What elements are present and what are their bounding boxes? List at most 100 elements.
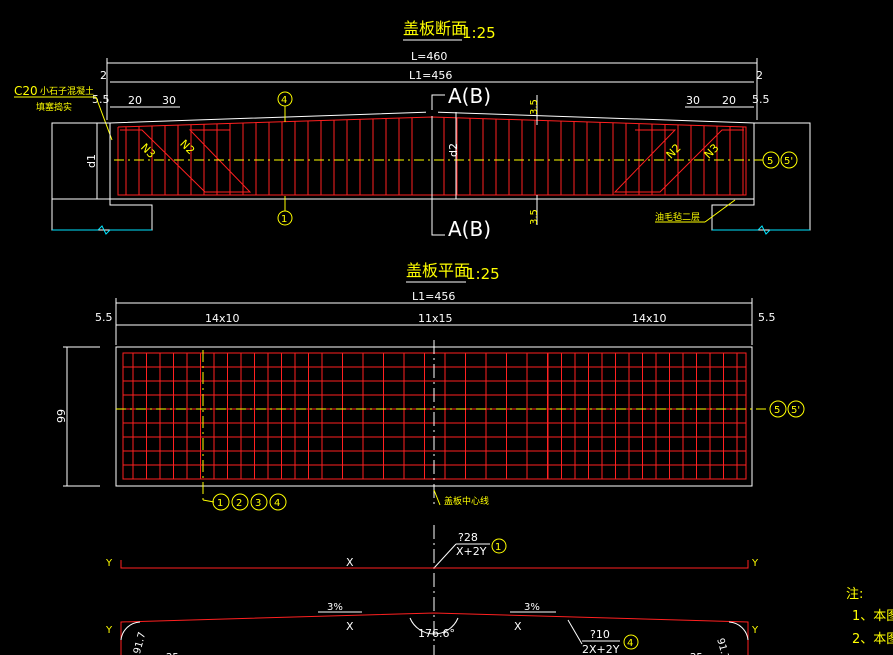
- callout-5p-label: 5': [784, 156, 793, 167]
- angle-left-arc: [120, 621, 141, 641]
- dim-30-left: 30: [162, 94, 176, 107]
- dim-bottom-cover: 3.5: [529, 209, 540, 225]
- plan-dim-seg2: 11x15: [418, 312, 453, 325]
- plan-rebar-grid: [123, 353, 746, 479]
- bar4-callout-circle: [623, 634, 639, 650]
- bar1-y-right: Y: [751, 558, 759, 569]
- bar4-leader: [567, 619, 583, 645]
- angle-right: 91.7: [714, 637, 730, 655]
- rebar-N2-right: N2: [664, 141, 684, 161]
- center-note: 盖板中心线: [444, 495, 489, 507]
- plan-callout-label: 1: [217, 498, 223, 509]
- plan-callout-circle: [250, 493, 268, 511]
- plan-callouts-leader: [202, 499, 215, 503]
- bar1-formula: X+2Y: [456, 545, 487, 558]
- bent-bars-right: [613, 129, 744, 193]
- cut-label-top: A(B): [448, 84, 491, 108]
- angle-mid: 176.6°: [418, 627, 455, 640]
- rebar-N2-left: N2: [177, 137, 197, 157]
- plan-scale: 1:25: [466, 265, 500, 283]
- concrete-note-main: C20: [14, 84, 38, 98]
- cut-gap-top: [426, 110, 438, 116]
- bar4-x-left: X: [346, 620, 354, 633]
- plan-callout-5p-circle: [787, 400, 805, 418]
- plan-callout-circle: [212, 493, 230, 511]
- section-title: 盖板断面: [403, 19, 467, 38]
- plan-callout-label: 3: [255, 498, 261, 509]
- bar4-top: ?10: [590, 628, 610, 641]
- plan-callout-5p-label: 5': [791, 405, 800, 416]
- plan-view: 盖板平面 1:25 L1=456 5.5 5.5 14x10 11x15 14x…: [55, 261, 805, 511]
- callout-1-label: 1: [281, 214, 287, 225]
- notes-heading: 注:: [846, 587, 863, 602]
- partial-left: 25: [166, 652, 179, 655]
- plan-title: 盖板平面: [406, 261, 470, 280]
- plan-callout-5-label: 5: [774, 405, 780, 416]
- bar4-y-right: Y: [751, 625, 759, 636]
- rebar-detail: ?28 X+2Y 1 X Y Y Y Y 3% 3% X X 176.6° 91…: [105, 525, 759, 655]
- dim-55-left: 5.5: [92, 93, 110, 106]
- angle-right-arc: [728, 621, 749, 641]
- bar4-y-left: Y: [105, 625, 113, 636]
- section-view: 盖板断面 1:25 L=460 L1=456 2 2 5.5 20 30 30 …: [14, 19, 811, 241]
- section-scale: 1:25: [462, 24, 496, 42]
- callout-5-circle: [762, 151, 780, 169]
- concrete-note-small: 小石子混凝土: [40, 85, 94, 97]
- bar1-top: ?28: [458, 531, 478, 544]
- callout-4-circle: [277, 91, 293, 107]
- plan-callout-circle: [231, 493, 249, 511]
- dim-top-cover: 3.5: [529, 99, 540, 115]
- plan-dim-L1: L1=456: [412, 290, 455, 303]
- plan-dim-seg1: 14x10: [205, 312, 240, 325]
- rebar-outline: [117, 116, 747, 196]
- abutment-right: [711, 122, 811, 231]
- angle-mid-arc: [409, 617, 459, 635]
- plan-callout-5-circle: [769, 400, 787, 418]
- dim-20-right: 20: [722, 94, 736, 107]
- plan-callout-group: 1 2 3 4: [212, 493, 287, 511]
- abutment-left: [51, 199, 153, 231]
- plan-callout-circle: [269, 493, 287, 511]
- ground-left: [52, 225, 152, 235]
- bar1-callout-label: 1: [495, 542, 501, 553]
- dim-2-right: 2: [756, 69, 763, 82]
- rebar-N3-left: N3: [138, 141, 158, 161]
- dim-L: L=460: [411, 50, 447, 63]
- callout-1-circle: [277, 210, 293, 226]
- concrete-note-leader: [95, 96, 113, 141]
- cut-line: [431, 94, 445, 236]
- slope-right: 3%: [524, 602, 540, 613]
- callout-5-label: 5: [767, 156, 773, 167]
- partial-right: 25: [690, 652, 703, 655]
- slope-left: 3%: [327, 602, 343, 613]
- felt-note-leader: [704, 199, 736, 223]
- center-note-leader: [433, 489, 441, 506]
- bent-bars-left: [120, 129, 252, 193]
- bar4-shape: [120, 612, 749, 655]
- bar1-leader: [433, 543, 457, 569]
- dim-20-left: 20: [128, 94, 142, 107]
- callout-5p-circle: [780, 151, 798, 169]
- callout-4-label: 4: [281, 95, 287, 106]
- notes-block: 注: 1、本图 2、本图: [846, 587, 893, 647]
- plan-callout-label: 4: [274, 498, 280, 509]
- bar1-callout-circle: [491, 538, 507, 554]
- ground-right: [712, 225, 810, 235]
- dim-d2: d2: [447, 143, 460, 157]
- rebar-N3-right: N3: [702, 141, 722, 161]
- bar1-y-left: Y: [105, 558, 113, 569]
- concrete-note-sub: 填塞捣实: [36, 101, 72, 113]
- bar1-shape: [120, 560, 749, 569]
- dim-55-right: 5.5: [752, 93, 770, 106]
- abutment-left-top: [51, 122, 110, 200]
- dim-2-left: 2: [100, 69, 107, 82]
- notes-line-1: 1、本图: [852, 609, 893, 624]
- plan-dim-seg3: 14x10: [632, 312, 667, 325]
- plan-dim-55-left: 5.5: [95, 311, 113, 324]
- angle-left: 91.7: [132, 631, 148, 655]
- section-stirrups: [125, 117, 744, 195]
- bar4-x-right: X: [514, 620, 522, 633]
- plan-callout-label: 2: [236, 498, 242, 509]
- dim-30-right: 30: [686, 94, 700, 107]
